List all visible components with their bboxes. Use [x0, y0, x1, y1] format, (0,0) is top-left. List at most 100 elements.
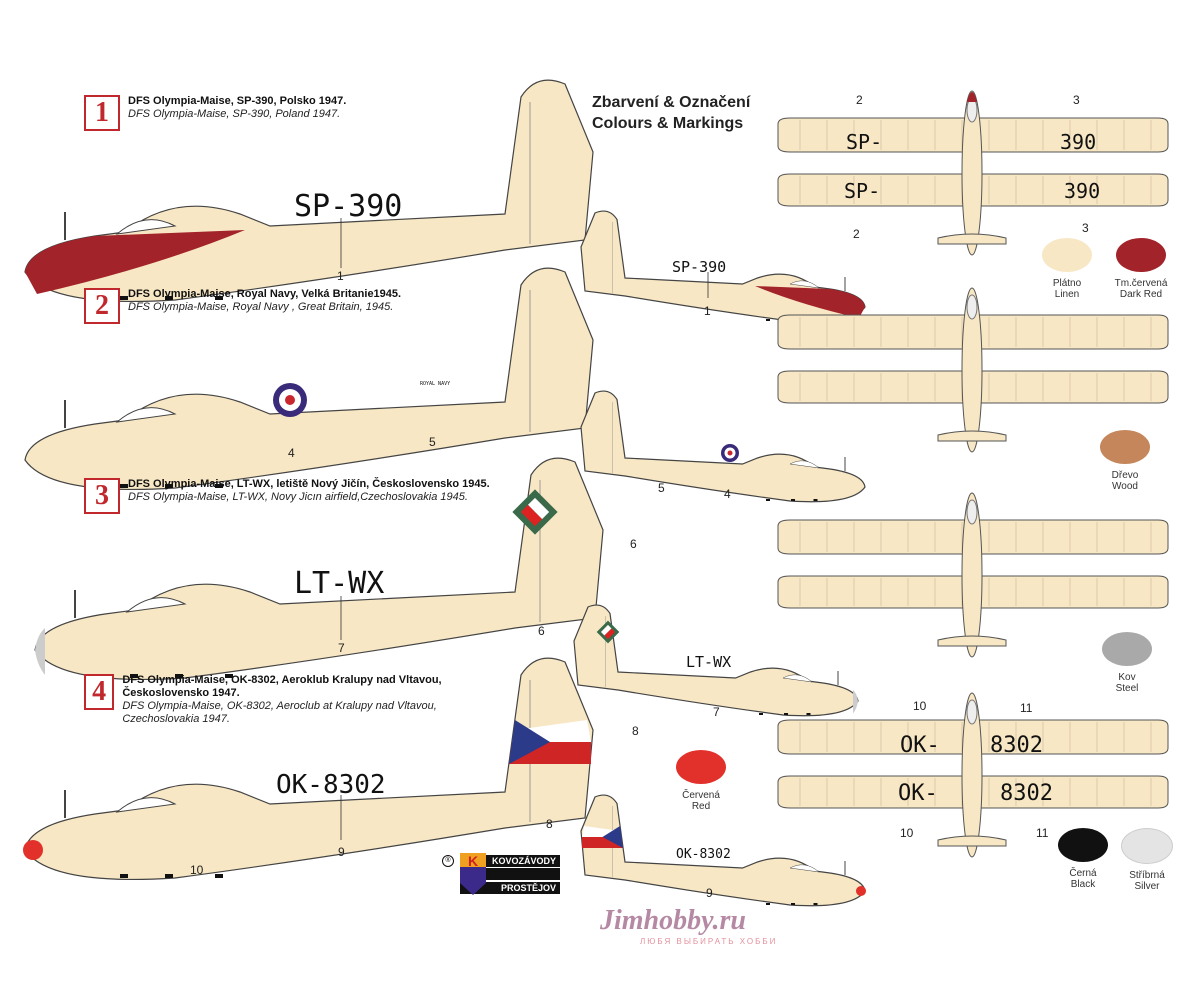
tailplane [937, 233, 1007, 245]
logo-mark: K [468, 853, 478, 869]
swatch-name-en: Dark Red [1119, 289, 1163, 300]
skid [120, 874, 128, 878]
scheme-number-badge: 3 [84, 478, 120, 514]
glider-side-view [573, 604, 859, 717]
scheme-number: 1 [95, 97, 109, 128]
color-dot [1058, 828, 1108, 862]
callout-7: 7 [713, 705, 720, 719]
royal-navy-text: ROYAL NAVY [420, 381, 450, 387]
canopy [115, 219, 177, 235]
canopy [782, 674, 813, 683]
callout-11: 11 [1020, 701, 1033, 715]
callout-5: 5 [658, 481, 665, 495]
callout-10: 10 [913, 699, 927, 713]
canopy [789, 864, 820, 873]
skid [165, 484, 173, 488]
canopy [966, 294, 978, 320]
roundel-icon [273, 383, 307, 417]
callout-6: 6 [538, 624, 545, 638]
callout-7: 7 [338, 641, 345, 655]
scheme-number: 2 [95, 290, 109, 321]
scheme-4-header: 4 DFS Olympia-Maise, OK-8302, Aeroklub K… [84, 674, 484, 726]
reg-4-small: OK-8302 [676, 847, 731, 862]
skid [175, 674, 183, 678]
scheme-2-header: 2 DFS Olympia-Maise, Royal Navy, Velká B… [84, 288, 401, 324]
tailplane [937, 835, 1007, 847]
callout-11: 11 [1036, 826, 1049, 840]
skid [120, 296, 128, 300]
skid [784, 713, 788, 715]
logo-bottom-text: PROSTĚJOV [460, 882, 560, 894]
red-nose [23, 840, 43, 860]
color-dot [1116, 238, 1166, 272]
title-english: Colours & Markings [592, 115, 744, 132]
swatch-name-cz: Červená [682, 790, 720, 801]
reg-3-large: LT-WX [294, 566, 384, 601]
canopy [115, 407, 177, 423]
roundel-small-icon [721, 444, 739, 462]
callout-3: 3 [1073, 93, 1080, 107]
bottom-reg-1b: 390 [1064, 179, 1100, 203]
fuselage [961, 692, 983, 858]
skid [766, 319, 770, 321]
swatch-name-en: Steel [1115, 683, 1139, 694]
callout-6: 6 [630, 537, 637, 551]
skid [225, 674, 233, 678]
swatch-name-en: Silver [1134, 881, 1160, 892]
scheme-title-cz: DFS Olympia-Maise, OK-8302, Aeroklub Kra… [122, 674, 442, 699]
shield-icon: K [460, 853, 486, 895]
scheme-number: 3 [95, 480, 109, 511]
reg-3-small: LT-WX [686, 653, 731, 671]
canopy [966, 499, 978, 525]
callout-4: 4 [288, 446, 295, 460]
glider-side-view [24, 267, 594, 491]
scheme-title-cz: DFS Olympia-Maise, SP-390, Polsko 1947. [128, 95, 347, 107]
skid [165, 296, 173, 300]
callout-1: 1 [337, 269, 344, 283]
watermark-name: Jimhobby.ru [600, 905, 746, 936]
skid [215, 874, 223, 878]
top-reg-4b: 8302 [990, 733, 1043, 758]
fuselage [961, 492, 983, 658]
title-czech: Zbarvení & Označení [592, 94, 751, 111]
canopy [115, 797, 177, 813]
scheme-number-badge: 1 [84, 95, 120, 131]
reg-4-large: OK-8302 [276, 770, 386, 800]
glider-top-view [777, 287, 1169, 453]
scheme-title-cz: DFS Olympia-Maise, LT-WX, letiště Nový J… [128, 478, 490, 490]
canopy [789, 460, 820, 469]
swatch-name-en: Wood [1112, 481, 1138, 492]
callout-2: 2 [856, 93, 863, 107]
skid [120, 484, 128, 488]
skid [130, 674, 138, 678]
callout-2: 2 [853, 227, 860, 241]
callout-10: 10 [190, 863, 204, 877]
glider-side-view [24, 79, 594, 303]
scheme-title-cz: DFS Olympia-Maise, Royal Navy, Velká Bri… [128, 288, 402, 300]
reg-1-small: SP-390 [672, 258, 726, 276]
dark-red-nose [755, 286, 865, 318]
scheme-title-en: DFS Olympia-Maise, SP-390, Poland 1947. [128, 108, 341, 120]
callout-9: 9 [706, 886, 713, 900]
tailplane [937, 635, 1007, 647]
sheet-title: Zbarvení & Označení Colours & Markings [592, 92, 750, 134]
scheme-title-en: DFS Olympia-Maise, OK-8302, Aeroclub at … [122, 700, 437, 725]
callout-10: 10 [900, 826, 914, 840]
skid [806, 713, 811, 715]
top-reg-1b: 390 [1060, 130, 1096, 154]
scheme-title-en: DFS Olympia-Maise, Royal Navy , Great Br… [128, 301, 394, 313]
skid [766, 903, 770, 905]
swatch-name-en: Linen [1054, 289, 1080, 300]
red-nose [856, 886, 866, 896]
glider-side-view [580, 794, 866, 907]
swatch-name-en: Black [1070, 879, 1096, 890]
canopy [789, 280, 820, 289]
swatch-name-en: Red [691, 801, 711, 812]
bottom-reg-4b: 8302 [1000, 781, 1053, 806]
